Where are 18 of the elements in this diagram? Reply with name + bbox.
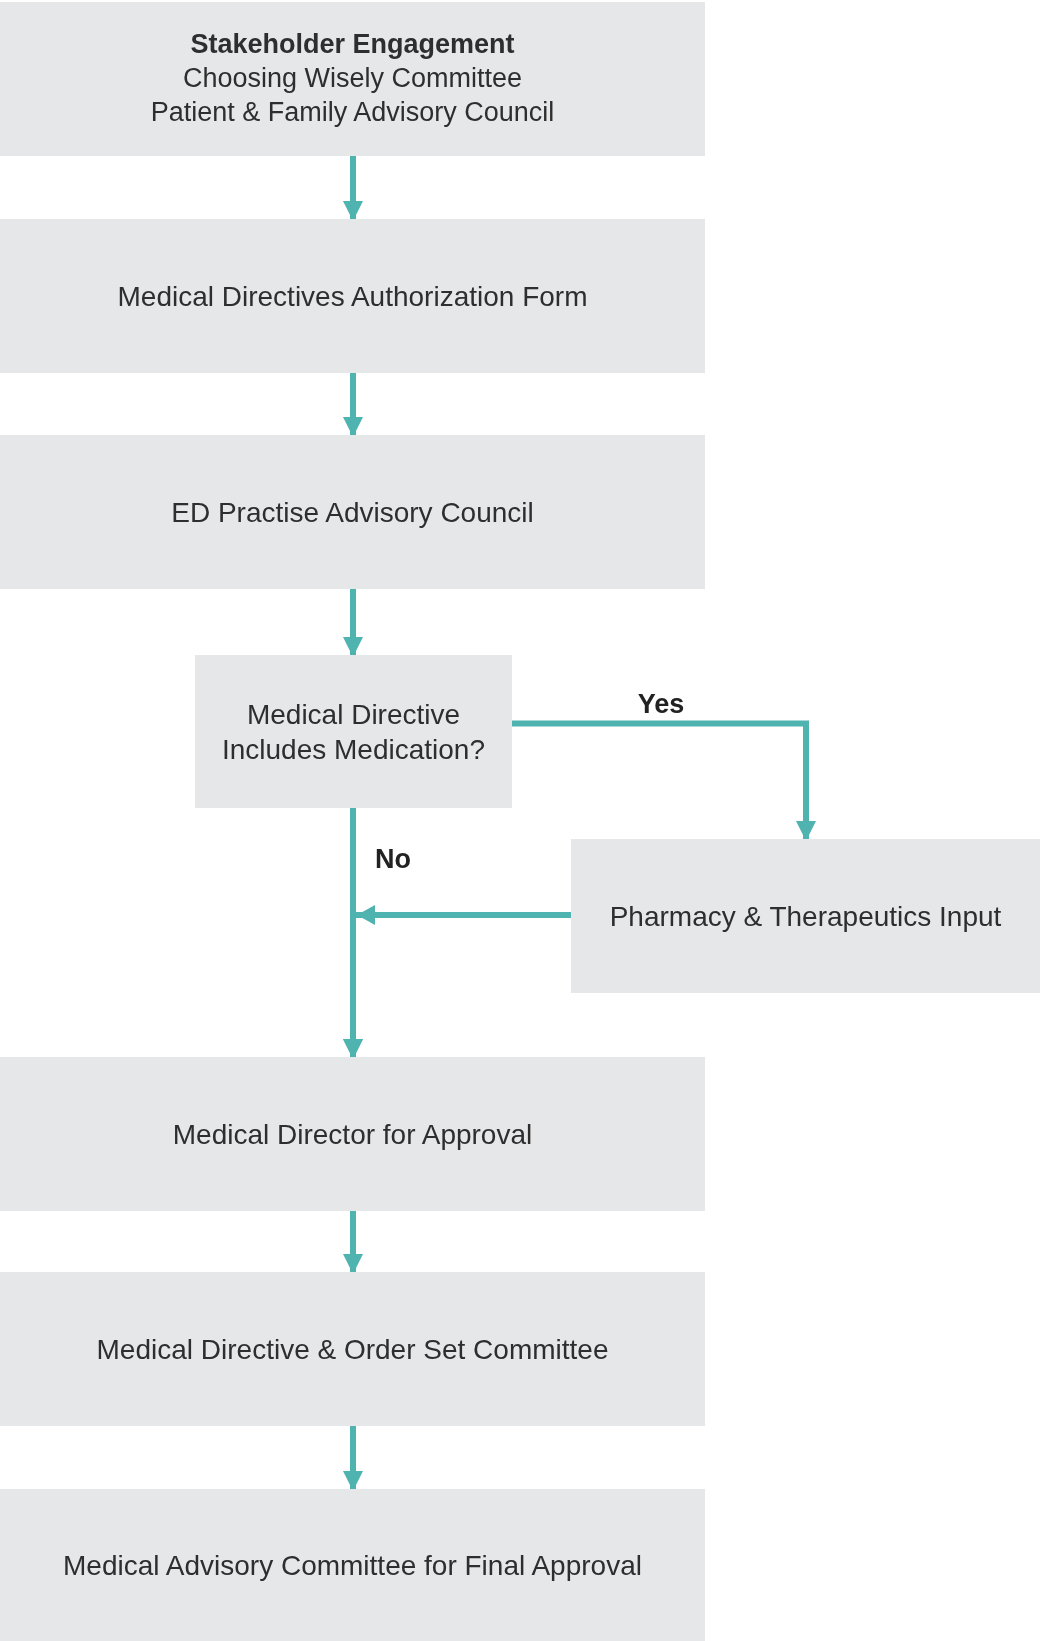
process-box xyxy=(0,1057,705,1211)
process-box xyxy=(0,219,705,373)
process-box xyxy=(0,435,705,589)
process-box xyxy=(0,2,705,156)
box-text: Choosing Wisely Committee xyxy=(182,62,523,96)
box-text: ED Practise Advisory Council xyxy=(171,495,534,530)
process-box xyxy=(0,1489,705,1641)
box-text: Medical Directive & Order Set Committee xyxy=(96,1332,609,1367)
box-text: Patient & Family Advisory Council xyxy=(150,95,555,129)
box-text: Medical Director for Approval xyxy=(172,1117,533,1152)
box-text: Medical Directive Includes Medication? xyxy=(220,697,486,767)
box-text: Medical Advisory Committee for Final Approval xyxy=(63,1548,642,1583)
process-box xyxy=(571,839,1040,993)
box-text: Medical Directives Authorization Form xyxy=(117,279,588,314)
box-text: Pharmacy & Therapeutics Input xyxy=(609,899,1002,934)
process-box xyxy=(0,1272,705,1426)
decision-box xyxy=(195,655,512,808)
box-heading: Stakeholder Engagement xyxy=(190,28,515,62)
